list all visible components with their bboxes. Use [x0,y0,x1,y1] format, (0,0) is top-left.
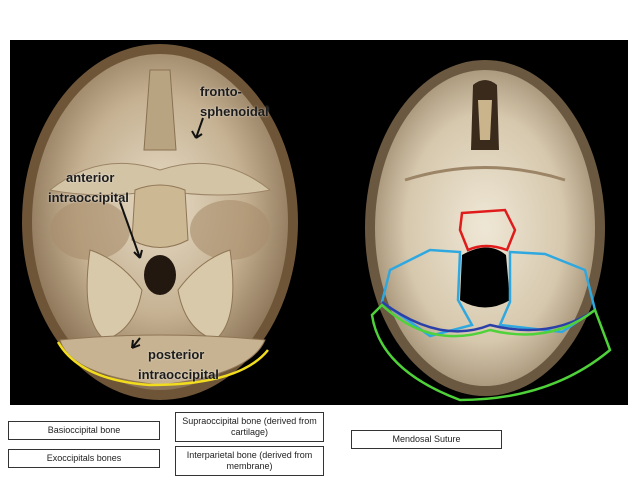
anterior-label-line2: intraoccipital [48,190,129,205]
posterior-label-line2: intraoccipital [138,367,219,382]
skull-illustration [22,44,612,402]
legend-basioccipital: Basioccipital bone [8,421,160,440]
interparietal-outline [370,303,612,402]
skull-figure: fronto- sphenoidal anterior intraoccipit… [10,40,628,405]
supraoccipital-outline [381,300,596,333]
posterior-label-line1: posterior [148,347,205,362]
left-skull [22,44,298,400]
posterior-arrow [131,337,141,349]
legend-interparietal: Interparietal bone (derived from membran… [175,446,324,476]
legend-exoccipitals: Exoccipitals bones [8,449,160,468]
right-skull [365,60,612,402]
frontosphenoidal-label: fronto- sphenoidal [200,82,269,122]
frontosphenoidal-label-line1: fronto- [200,84,242,99]
anterior-arrow [119,201,143,259]
legend-supraoccipital: Supraoccipital bone (derived from cartil… [175,412,324,442]
frontosphenoidal-arrow [191,117,204,139]
posterior-suture-line [56,341,269,387]
anterior-label-line1: anterior [66,170,115,185]
posterior-intraoccipital-label: posterior intraoccipital [138,345,219,385]
legend-mendosal: Mendosal Suture [351,430,502,449]
basioccipital-outline [458,208,517,252]
anterior-intraoccipital-label: anterior intraoccipital [48,168,129,208]
frontosphenoidal-label-line2: sphenoidal [200,104,269,119]
